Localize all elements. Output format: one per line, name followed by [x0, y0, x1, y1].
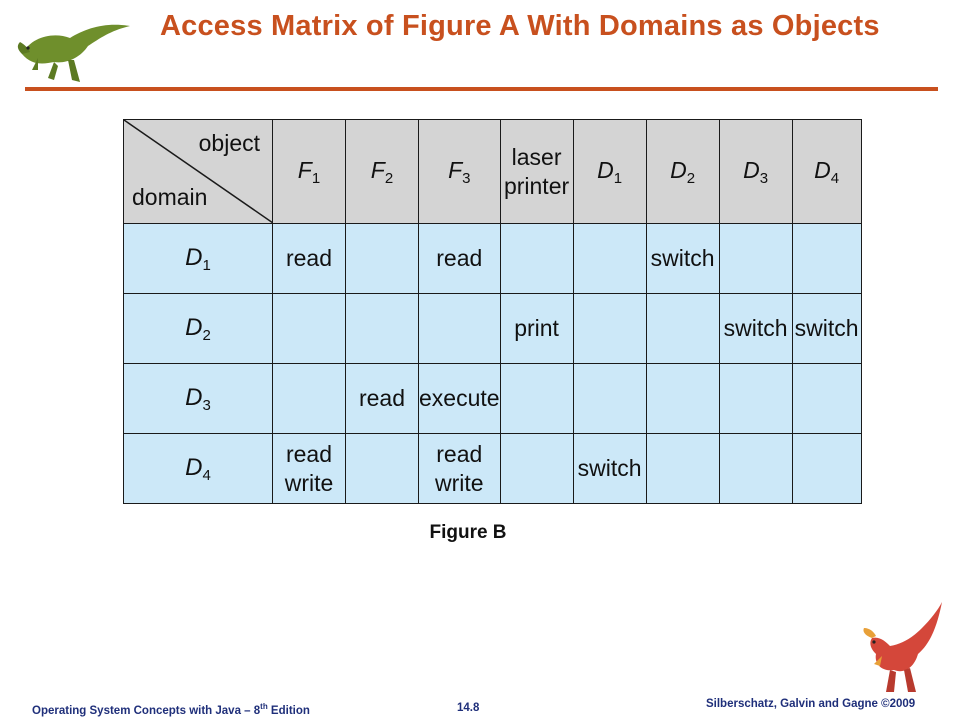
slide-title: Access Matrix of Figure A With Domains a… — [160, 10, 880, 42]
matrix-cell — [791, 363, 862, 434]
column-header-d4: D4 — [791, 119, 862, 224]
matrix-cell: switch — [791, 293, 862, 364]
column-header-d1: D1 — [572, 119, 647, 224]
footer-page-number: 14.8 — [457, 702, 480, 714]
access-right-label: switch — [650, 245, 715, 271]
matrix-cell — [418, 293, 501, 364]
matrix-cell — [718, 223, 793, 294]
matrix-cell — [645, 293, 720, 364]
access-right-label: write — [435, 469, 484, 496]
matrix-cell — [791, 223, 862, 294]
matrix-cell — [345, 293, 419, 364]
matrix-cell — [645, 363, 720, 434]
matrix-cell — [645, 433, 720, 504]
matrix-cell — [272, 293, 346, 364]
matrix-cell: read — [418, 223, 501, 294]
matrix-row: D3 read execute — [123, 363, 862, 434]
access-right-label: read — [358, 385, 406, 411]
title-divider — [25, 87, 938, 91]
column-header-d2: D2 — [645, 119, 720, 224]
footer-book-title: Operating System Concepts with Java – 8t… — [32, 702, 310, 717]
matrix-cell — [791, 433, 862, 504]
matrix-cell: execute — [418, 363, 501, 434]
column-header-d3: D3 — [718, 119, 793, 224]
access-right-label: read — [285, 440, 333, 467]
matrix-cell — [572, 223, 647, 294]
dinosaur-logo-icon — [863, 602, 942, 692]
matrix-cell: switch — [572, 433, 647, 504]
matrix-cell: read — [345, 363, 419, 434]
matrix-cell — [345, 223, 419, 294]
access-right-label: read — [436, 245, 483, 271]
figure-caption: Figure B — [429, 522, 507, 543]
access-right-label: read — [285, 245, 333, 271]
column-header-f3: F3 — [418, 119, 501, 224]
matrix-cell: switch — [718, 293, 793, 364]
dinosaur-logo-icon — [17, 24, 130, 82]
matrix-cell — [718, 363, 793, 434]
matrix-cell: switch — [645, 223, 720, 294]
access-right-label: write — [284, 469, 334, 496]
access-right-label: read — [436, 440, 483, 467]
matrix-cell — [718, 433, 793, 504]
matrix-cell: read — [272, 223, 346, 294]
matrix-cell — [499, 363, 574, 434]
corner-object-label: object — [198, 130, 260, 156]
row-header-d4: D4 — [123, 433, 273, 504]
matrix-cell — [572, 293, 647, 364]
matrix-cell — [499, 433, 574, 504]
corner-domain-label: domain — [132, 184, 208, 210]
column-header-f2: F2 — [345, 119, 419, 224]
row-header-d1: D1 — [123, 223, 273, 294]
row-header-d2: D2 — [123, 293, 273, 364]
access-right-label: print — [514, 315, 559, 341]
row-header-d3: D3 — [123, 363, 273, 434]
matrix-cell: print — [499, 293, 574, 364]
access-right-label: switch — [723, 315, 788, 341]
access-right-label: switch — [794, 315, 859, 341]
matrix-cell — [345, 433, 419, 504]
matrix-cell — [272, 363, 346, 434]
matrix-row: D1 read read switch — [123, 223, 862, 294]
column-header-f1: F1 — [272, 119, 346, 224]
matrix-cell — [572, 363, 647, 434]
access-right-label: switch — [577, 455, 642, 481]
access-right-label: execute — [419, 385, 500, 411]
footer-copyright: Silberschatz, Galvin and Gagne ©2009 — [706, 698, 916, 710]
corner-diagonal-line — [124, 120, 273, 223]
matrix-corner-cell: object domain — [123, 119, 273, 224]
matrix-cell — [499, 223, 574, 294]
